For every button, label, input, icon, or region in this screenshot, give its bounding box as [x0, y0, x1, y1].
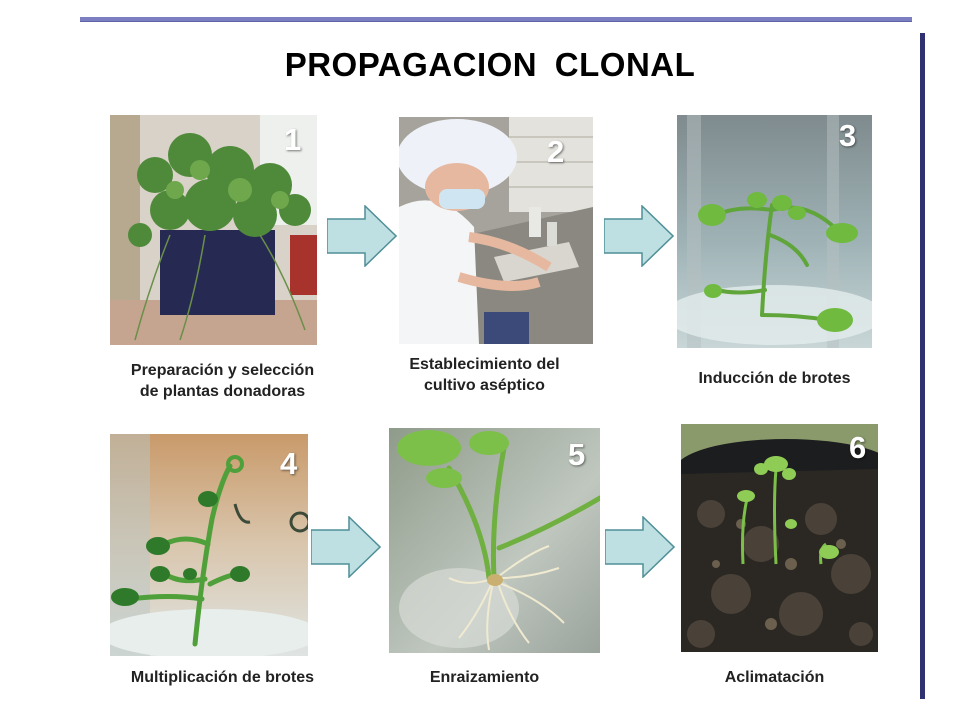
step-number-3: 3 — [839, 118, 857, 153]
arrow-step-2-to-3 — [604, 205, 674, 267]
caption-step-1: Preparación y selección de plantas donad… — [100, 360, 345, 402]
caption-step-4-line-1: Multiplicación de brotes — [130, 669, 315, 686]
photo-aseptic-culture — [399, 117, 593, 344]
step-number-4: 4 — [280, 446, 298, 481]
photo-shoot-multiplication — [110, 434, 308, 656]
arrow-step-1-to-2 — [327, 205, 397, 267]
top-divider — [80, 17, 912, 22]
caption-step-2-line-1: Establecimiento del — [409, 356, 560, 373]
photo-acclimatization — [681, 424, 878, 652]
caption-step-3-line-1: Inducción de brotes — [698, 370, 851, 387]
caption-step-2: Establecimiento del cultivo aséptico — [362, 354, 607, 396]
step-number-5: 5 — [568, 437, 586, 472]
caption-step-1-line-1: Preparación y selección — [130, 362, 315, 379]
side-divider — [920, 33, 925, 699]
caption-step-2-line-2: cultivo aséptico — [424, 377, 545, 394]
caption-step-3: Inducción de brotes — [652, 368, 897, 389]
photo-donor-plant — [110, 115, 317, 345]
caption-step-5: Enraizamiento — [362, 667, 607, 688]
step-number-6: 6 — [849, 430, 867, 465]
slide-title: PROPAGACION CLONAL — [284, 46, 696, 83]
step-number-2: 2 — [547, 134, 565, 169]
step-number-1: 1 — [284, 122, 302, 157]
caption-step-1-line-2: de plantas donadoras — [139, 383, 306, 400]
caption-step-6: Aclimatación — [652, 667, 897, 688]
arrow-step-4-to-5 — [311, 516, 381, 578]
caption-step-4: Multiplicación de brotes — [100, 667, 345, 688]
photo-shoot-induction — [677, 115, 872, 348]
photo-rooting — [389, 428, 600, 653]
arrow-step-5-to-6 — [605, 516, 675, 578]
caption-step-6-line-1: Aclimatación — [724, 669, 825, 686]
caption-step-5-line-1: Enraizamiento — [429, 669, 540, 686]
